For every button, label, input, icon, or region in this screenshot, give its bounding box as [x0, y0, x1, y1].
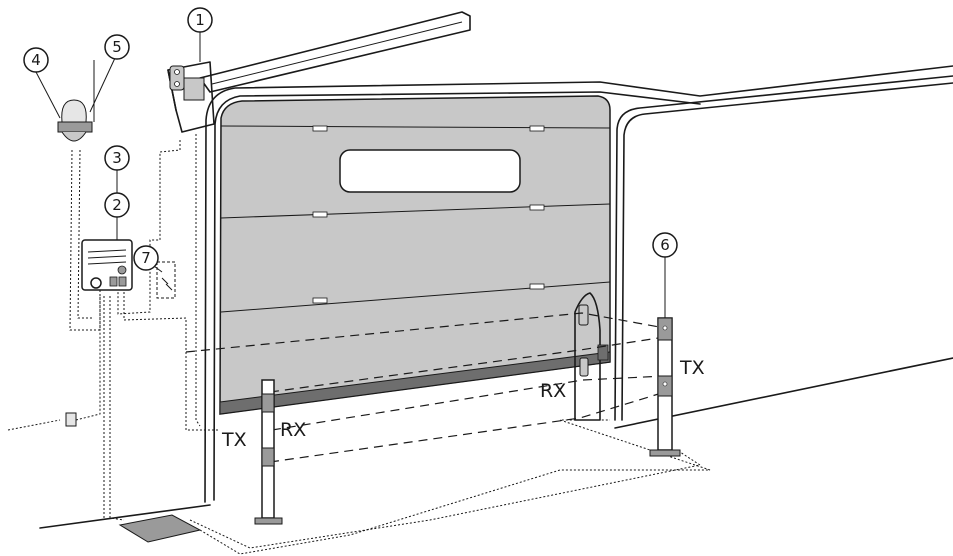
flashing-lamp-icon [57, 60, 95, 142]
tx-right-label: TX [679, 357, 705, 379]
callout-2: 2 [104, 192, 130, 218]
callout-7-leader [153, 265, 163, 273]
panel-hinge [529, 283, 545, 290]
panel-hinge [312, 125, 328, 132]
right-bracket-dark [597, 344, 609, 361]
wiring-floor-loop [199, 419, 711, 555]
door-bottom-seal [219, 351, 611, 415]
panel-hinge [312, 211, 328, 218]
wiring-lamp-to-box-2 [77, 149, 94, 319]
control-box-icon [81, 239, 133, 291]
photocell-post-icon [649, 317, 681, 457]
right-wall-edge-inner [621, 82, 953, 421]
wiring-floor-loop-2 [189, 451, 702, 549]
photocell-post-icon [254, 379, 283, 525]
photocell-beam-lower-2 [269, 391, 666, 463]
panel-joint-2 [220, 203, 611, 219]
callout-6-text: 6 [660, 236, 670, 254]
panel-hinge [312, 297, 328, 304]
callout-4-text: 4 [31, 51, 41, 69]
callout-4: 4 [23, 47, 49, 73]
left-door-frame [204, 65, 953, 503]
rx-right-sensor-top [578, 304, 589, 326]
wiring-wall [7, 296, 101, 431]
key-switch-icon [65, 412, 77, 427]
callout-5-text: 5 [112, 38, 122, 56]
callout-5: 5 [104, 34, 130, 60]
callout-7: 7 [133, 245, 159, 271]
callout-2-text: 2 [112, 196, 122, 214]
floor-loop-icon [118, 514, 202, 543]
rx-right-sensor-bottom [579, 357, 589, 377]
rx-left-label: RX [280, 419, 306, 441]
motor-unit-icon [167, 61, 215, 133]
callout-3-text: 3 [112, 149, 122, 167]
tx-left-label: TX [221, 429, 247, 451]
door-window [339, 149, 521, 193]
wiring-box-to-door [123, 292, 218, 431]
callout-7-text: 7 [141, 249, 151, 267]
panel-hinge [529, 204, 545, 211]
wiring-to-floor [103, 296, 125, 521]
panel-joint-3 [220, 281, 611, 313]
right-photocell-bracket [574, 292, 601, 421]
left-door-frame-inner [213, 91, 701, 501]
callout-1: 1 [187, 7, 213, 33]
photocell-beam-upper [185, 312, 666, 353]
callout-4-leader [35, 71, 61, 119]
panel-joint-1 [220, 125, 611, 129]
floor-line [39, 504, 211, 529]
callout-5-leader [89, 57, 116, 113]
callout-3: 3 [104, 145, 130, 171]
panel-hinge [529, 125, 545, 132]
callout-6: 6 [652, 232, 678, 258]
wiring-motor-down [195, 134, 201, 427]
top-rail-line [211, 21, 463, 85]
callout-1-text: 1 [195, 11, 205, 29]
top-rail [199, 11, 471, 93]
rx-right-label: RX [540, 380, 566, 402]
right-wall-edge [614, 75, 953, 421]
wiring-motor-to-box [117, 140, 181, 315]
junction-box-icon [156, 261, 176, 299]
